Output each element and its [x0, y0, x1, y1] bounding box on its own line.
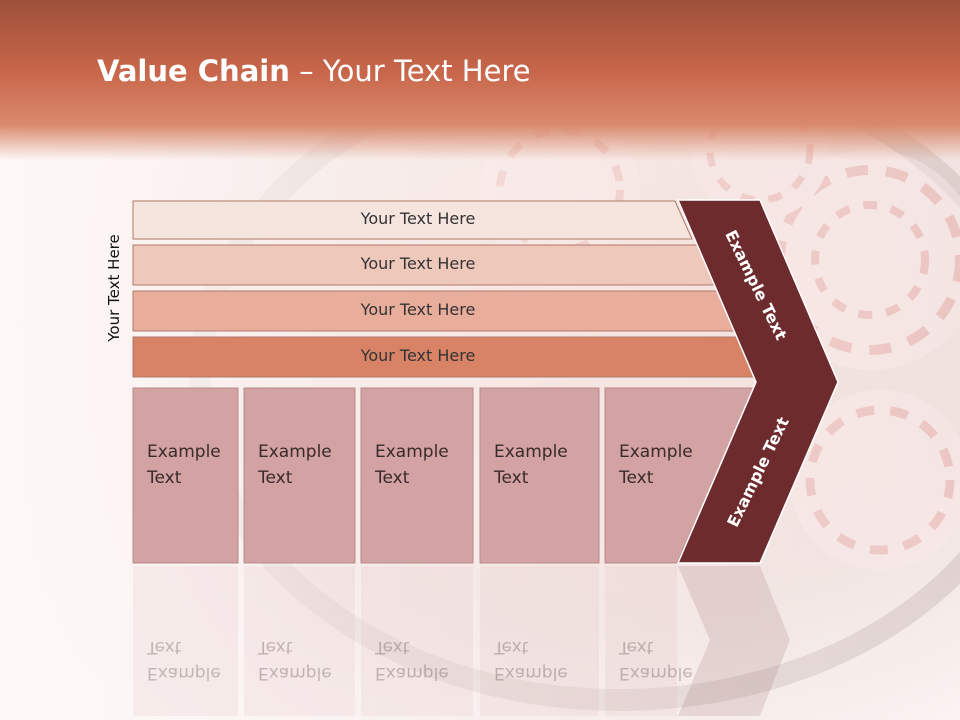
reflection-line2: Text: [375, 637, 410, 657]
cell-label-line1: Example: [619, 442, 693, 462]
reflection-line1: Example: [619, 663, 693, 683]
reflection-line2: Text: [619, 637, 654, 657]
cell-label-line2: Text: [258, 468, 293, 488]
cell-reflection-label-1: Example Text: [147, 634, 221, 686]
title-bold: Value Chain: [97, 54, 290, 88]
title-rest: – Your Text Here: [289, 54, 531, 88]
chevron-arrow: [676, 199, 839, 564]
cell-reflection-label-4: Example Text: [494, 634, 568, 686]
band-label-1: Your Text Here: [360, 209, 476, 228]
band-label-3: Your Text Here: [360, 300, 476, 319]
reflection-line2: Text: [494, 637, 529, 657]
cell-label-line2: Text: [147, 468, 182, 488]
band-1: [132, 200, 693, 240]
cell-reflection-2: [244, 566, 355, 716]
reflection-line2: Text: [258, 637, 293, 657]
cell-reflection-4: [480, 566, 599, 716]
cell-label-line2: Text: [375, 468, 410, 488]
cell-label-line1: Example: [147, 442, 221, 462]
band-label-4: Your Text Here: [360, 346, 476, 365]
cell-label-line2: Text: [494, 468, 529, 488]
chain-cell-2: [243, 387, 356, 564]
chain-cell-4: [479, 387, 600, 564]
cell-label-line1: Example: [258, 442, 332, 462]
slide-title: Value Chain – Your Text Here: [97, 54, 531, 88]
cell-reflection-label-2: Example Text: [258, 634, 332, 686]
reflection-line1: Example: [147, 663, 221, 683]
reflection-line2: Text: [147, 637, 182, 657]
cell-reflection-3: [361, 566, 473, 716]
title-banner: [0, 0, 960, 160]
cell-label-line1: Example: [375, 442, 449, 462]
chain-cell-5: [604, 387, 756, 564]
chain-cell-1: [132, 387, 239, 564]
reflection-line1: Example: [494, 663, 568, 683]
chevron-reflection: [678, 566, 790, 716]
cell-label-line2: Text: [619, 468, 654, 488]
cell-reflection-label-5: Example Text: [619, 634, 693, 686]
band-label-2: Your Text Here: [360, 254, 476, 273]
vertical-axis-label: Your Text Here: [105, 234, 123, 342]
reflection-line1: Example: [258, 663, 332, 683]
cell-reflection-1: [133, 566, 238, 716]
cell-reflection-5: [605, 566, 677, 716]
chain-cell-3: [360, 387, 474, 564]
reflection-line1: Example: [375, 663, 449, 683]
cell-label-line1: Example: [494, 442, 568, 462]
cell-reflection-label-3: Example Text: [375, 634, 449, 686]
